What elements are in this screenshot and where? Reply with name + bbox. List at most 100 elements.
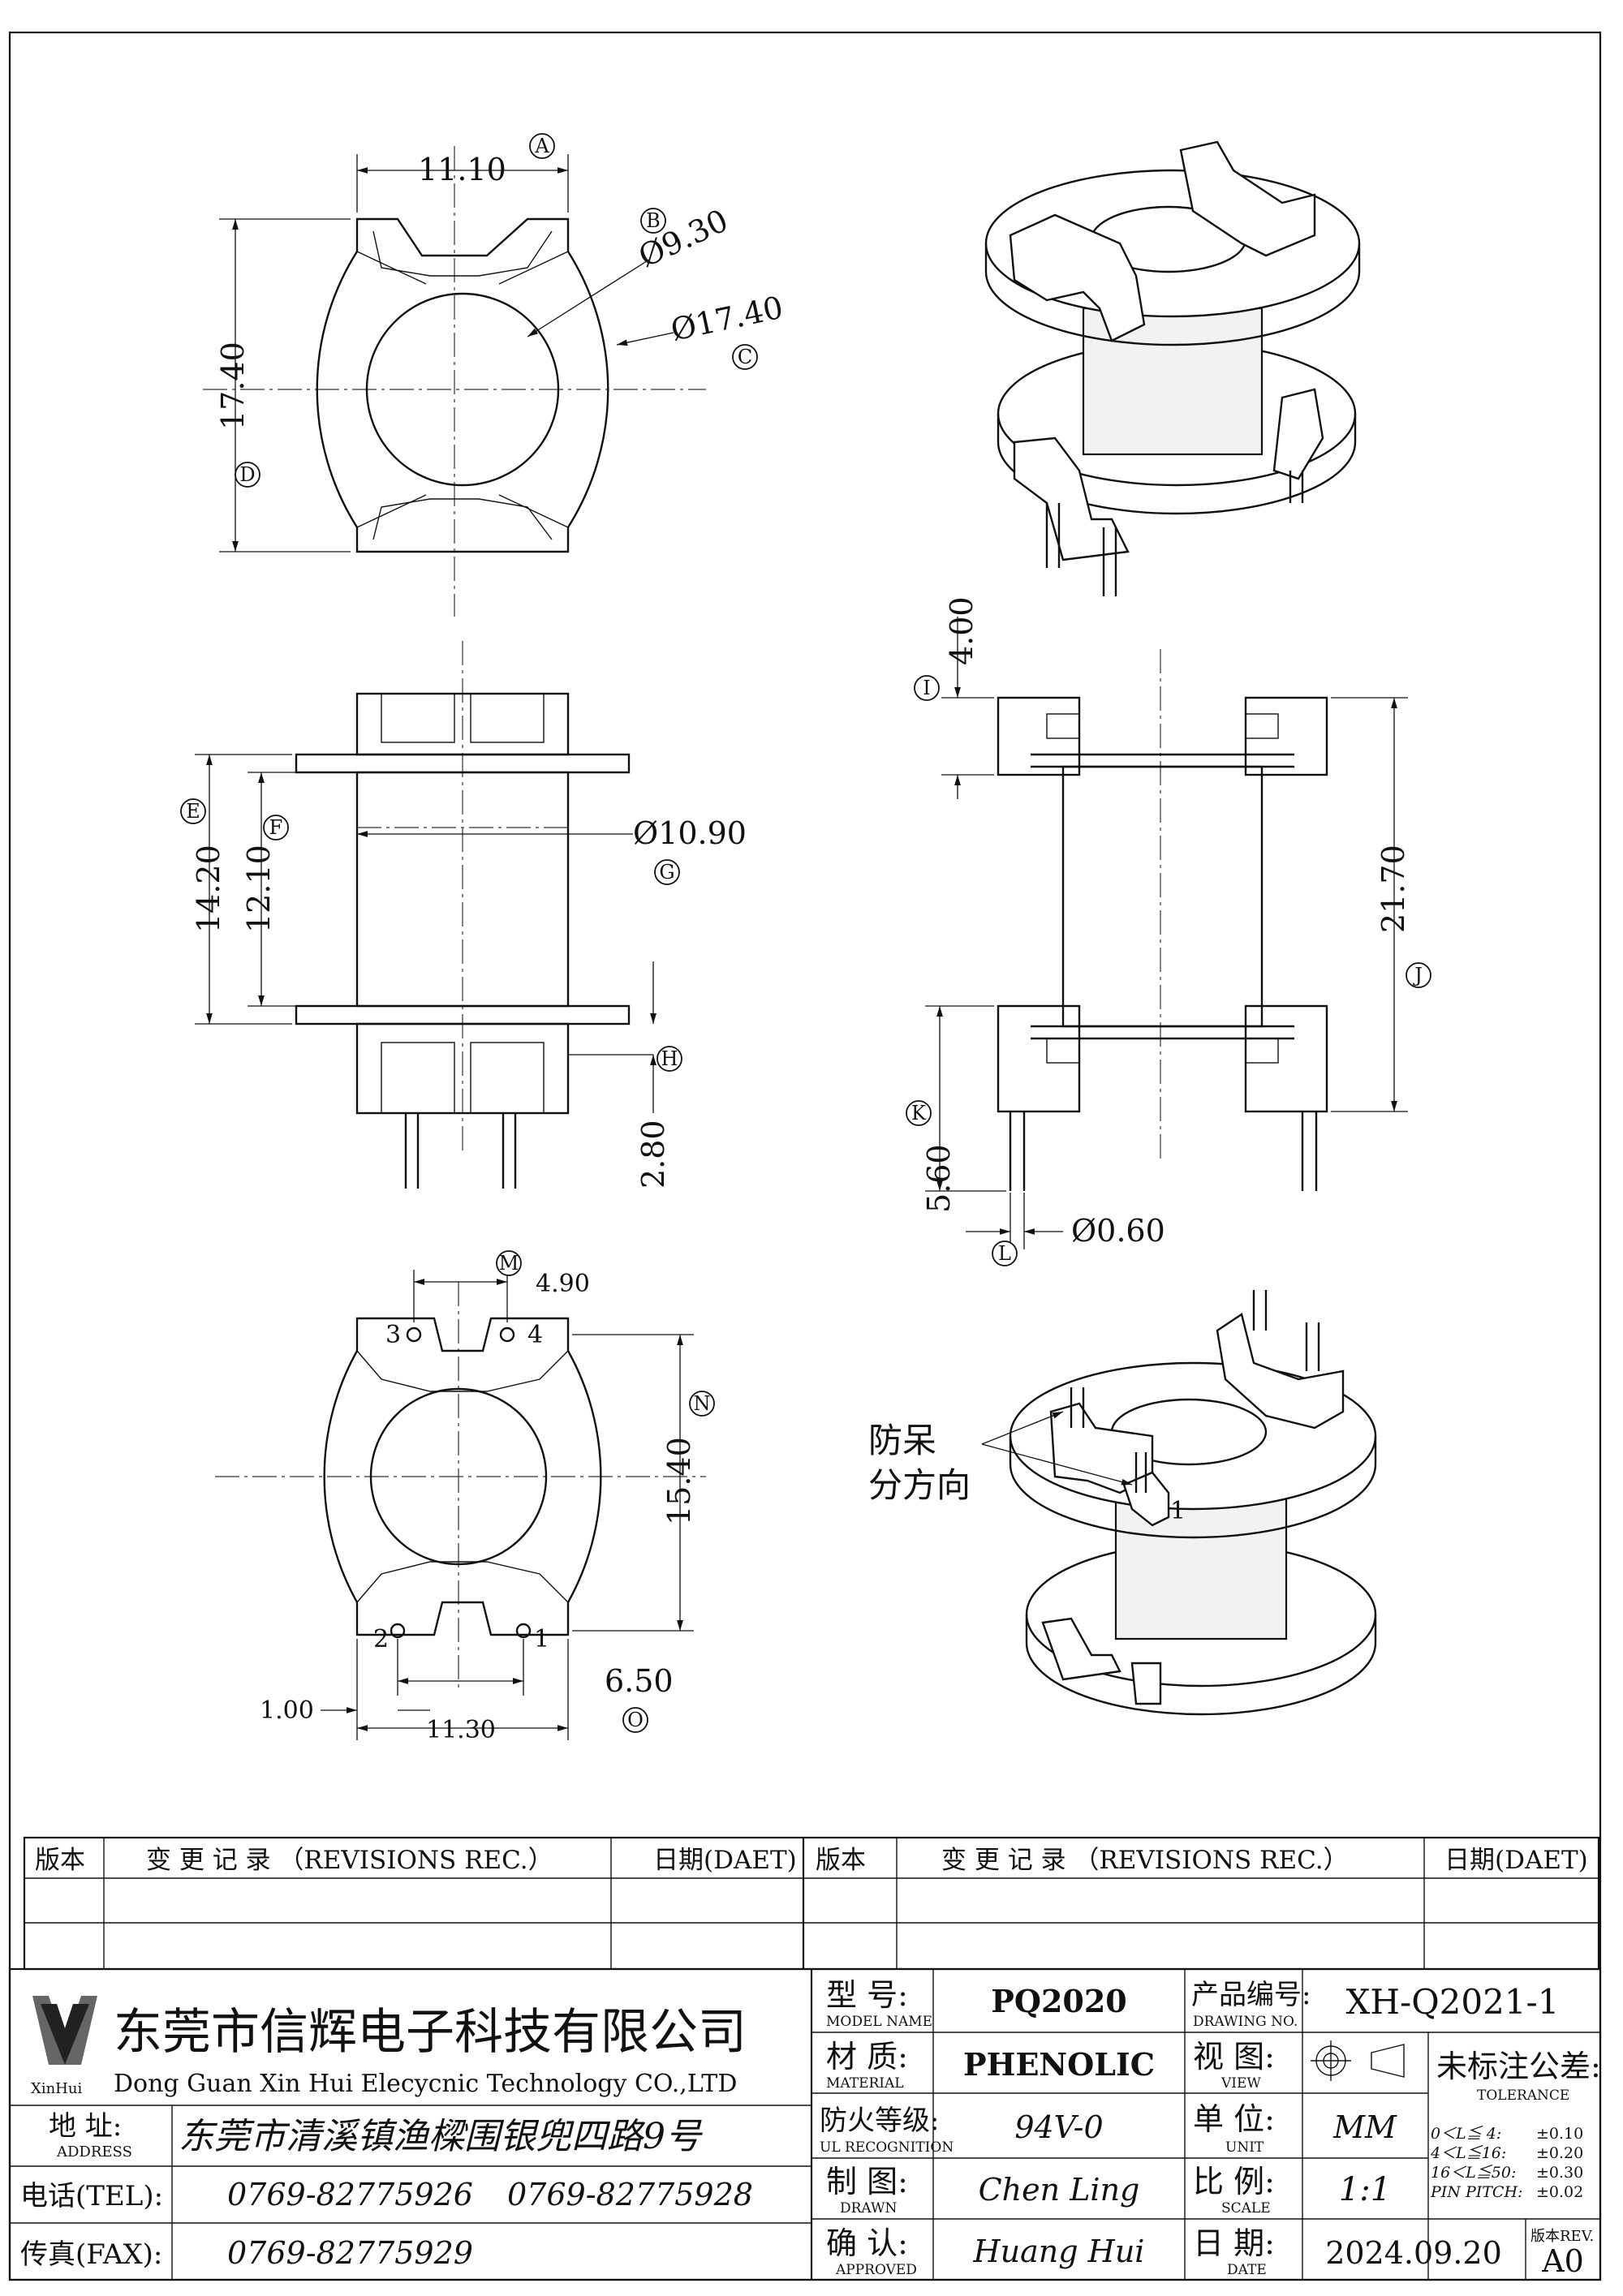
bubble-a: A xyxy=(534,135,549,157)
dim-e-value: 14.20 xyxy=(191,845,226,933)
view-label-en: VIEW xyxy=(1220,2075,1261,2092)
side-view-right: 4.00 I 21.70 J 5.60 K Ø0.60 L xyxy=(906,596,1431,1266)
bubble-o: O xyxy=(627,1709,644,1731)
side-view-left: 14.20 E 12.10 F Ø10.90 G 2.80 H xyxy=(180,641,747,1189)
tolerance-label: 未标注公差: xyxy=(1436,2049,1601,2084)
rev-col-date-right: 日期(DAET) xyxy=(1444,1846,1588,1875)
scale-label-en: SCALE xyxy=(1221,2200,1271,2216)
pin-1-label: 1 xyxy=(534,1625,549,1653)
title-block: XinHui 东莞市信辉电子科技有限公司 Dong Guan Xin Hui E… xyxy=(8,1967,1602,2281)
note-foolproof-line2: 分方向 xyxy=(868,1465,971,1505)
bubble-i: I xyxy=(923,677,930,699)
unit-label-en: UNIT xyxy=(1225,2139,1264,2156)
company-logo: XinHui xyxy=(31,1996,97,2097)
dim-n-value: 15.40 xyxy=(661,1437,697,1525)
bubble-c: C xyxy=(738,346,752,368)
fax-label: 传真(FAX): xyxy=(20,2238,162,2271)
tel-2: 0769-82775928 xyxy=(507,2177,753,2212)
bubble-g: G xyxy=(659,861,674,884)
date-label-en: DATE xyxy=(1227,2262,1267,2278)
tolerance-range-4: PIN PITCH: xyxy=(1430,2183,1522,2201)
pin-3-label: 3 xyxy=(385,1321,401,1349)
dim-k-value: 5.60 xyxy=(921,1144,957,1213)
ul-label-en: UL RECOGNITION xyxy=(820,2139,954,2156)
drawing-no-label: 产品编号: xyxy=(1191,1979,1311,2011)
bubble-l: L xyxy=(998,1242,1011,1265)
isometric-view-bottom: 防呆 分方向 1 xyxy=(868,1290,1377,1716)
tolerance-value-1: ±0.10 xyxy=(1536,2125,1583,2143)
bottom-view: 3 4 2 1 4.90 M 15.40 N 6.50 O 1.00 11.30 xyxy=(215,1250,715,1744)
drawn-value: Chen Ling xyxy=(979,2172,1140,2208)
front-view: 11.10 A 17.40 D Ø9.30 B Ø17.40 C xyxy=(203,133,786,617)
rev-col-version-right: 版本 xyxy=(816,1846,866,1875)
dim-l-value: Ø0.60 xyxy=(1071,1213,1165,1249)
dim-j-value: 21.70 xyxy=(1375,845,1411,933)
tolerance-value-3: ±0.30 xyxy=(1536,2164,1583,2182)
rev-value: A0 xyxy=(1541,2243,1584,2279)
dim-d-value: 17.40 xyxy=(215,342,251,430)
rev-col-record-right: 变 更 记 录 （REVISIONS REC.） xyxy=(941,1846,1349,1875)
date-value: 2024.09.20 xyxy=(1325,2235,1502,2271)
model-label-en: MODEL NAME xyxy=(826,2014,932,2030)
bubble-n: N xyxy=(694,1392,711,1415)
tolerance-range-1: 0＜L≦ 4: xyxy=(1431,2125,1501,2143)
company-name-en: Dong Guan Xin Hui Elecycnic Technology C… xyxy=(114,2070,737,2098)
model-value: PQ2020 xyxy=(991,1983,1126,2019)
material-label-en: MATERIAL xyxy=(826,2075,904,2092)
tolerance-value-2: ±0.20 xyxy=(1536,2144,1583,2162)
pin-2-label: 2 xyxy=(373,1625,389,1653)
approved-value: Huang Hui xyxy=(973,2234,1145,2269)
unit-label: 单 位: xyxy=(1193,2101,1275,2137)
dim-f-value: 12.10 xyxy=(241,845,277,933)
dim-span-value: 11.30 xyxy=(426,1716,496,1744)
rev-col-version-left: 版本 xyxy=(35,1846,85,1875)
rev-col-date-left: 日期(DAET) xyxy=(653,1846,797,1875)
bubble-h: H xyxy=(661,1047,678,1070)
material-value: PHENOLIC xyxy=(963,2046,1155,2083)
company-name-cn: 东莞市信辉电子科技有限公司 xyxy=(114,2004,747,2061)
scale-value: 1:1 xyxy=(1339,2171,1391,2208)
bubble-e: E xyxy=(186,800,200,823)
tolerance-value-4: ±0.02 xyxy=(1536,2183,1583,2201)
iso-pin-1-label: 1 xyxy=(1170,1497,1186,1525)
tel-1: 0769-82775926 xyxy=(227,2177,473,2212)
bubble-k: K xyxy=(911,1102,927,1124)
ul-value: 94V-0 xyxy=(1014,2109,1103,2145)
rev-label: 版本REV. xyxy=(1530,2228,1594,2245)
date-label: 日 期: xyxy=(1193,2225,1275,2261)
logo-text: XinHui xyxy=(31,2080,82,2097)
dim-h-value: 2.80 xyxy=(635,1120,671,1189)
dim-m-value: 4.90 xyxy=(536,1270,590,1298)
dim-offset-value: 1.00 xyxy=(260,1696,314,1725)
dim-c-value: Ø17.40 xyxy=(668,290,786,348)
drawn-label: 制 图: xyxy=(826,2164,908,2199)
scale-label: 比 例: xyxy=(1193,2164,1275,2199)
drawing-no-value: XH-Q2021-1 xyxy=(1346,1982,1560,2022)
bubble-j: J xyxy=(1412,964,1423,987)
pin-4-label: 4 xyxy=(527,1321,543,1349)
address-label: 地 址: xyxy=(49,2110,122,2143)
tolerance-label-en: TOLERANCE xyxy=(1477,2087,1569,2104)
fax-value: 0769-82775929 xyxy=(227,2235,473,2271)
address-label-en: ADDRESS xyxy=(56,2143,132,2161)
tolerance-range-3: 16＜L≦50: xyxy=(1431,2164,1516,2182)
approved-label: 确 认: xyxy=(826,2225,908,2261)
bubble-b: B xyxy=(646,209,661,232)
bubble-d: D xyxy=(239,463,255,486)
unit-value: MM xyxy=(1332,2109,1397,2145)
projection-symbol-icon xyxy=(1311,2040,1405,2081)
model-label: 型 号: xyxy=(826,1977,908,2013)
bubble-f: F xyxy=(269,816,283,839)
drawing-no-label-en: DRAWING NO. xyxy=(1193,2014,1298,2030)
dim-a-value: 11.10 xyxy=(418,152,506,187)
note-foolproof-line1: 防呆 xyxy=(868,1421,936,1460)
revisions-table: 版本 变 更 记 录 （REVISIONS REC.） 日期(DAET) 版本 … xyxy=(23,1836,1600,1971)
view-label: 视 图: xyxy=(1193,2039,1275,2075)
dim-o-value: 6.50 xyxy=(605,1663,674,1699)
dim-g-value: Ø10.90 xyxy=(633,815,747,851)
ul-label: 防火等级: xyxy=(820,2105,939,2137)
material-label: 材 质: xyxy=(826,2039,908,2075)
address-value: 东莞市清溪镇渔樑围银兜四路9号 xyxy=(179,2116,703,2157)
bubble-m: M xyxy=(499,1252,519,1275)
dim-i-value: 4.00 xyxy=(944,596,979,665)
